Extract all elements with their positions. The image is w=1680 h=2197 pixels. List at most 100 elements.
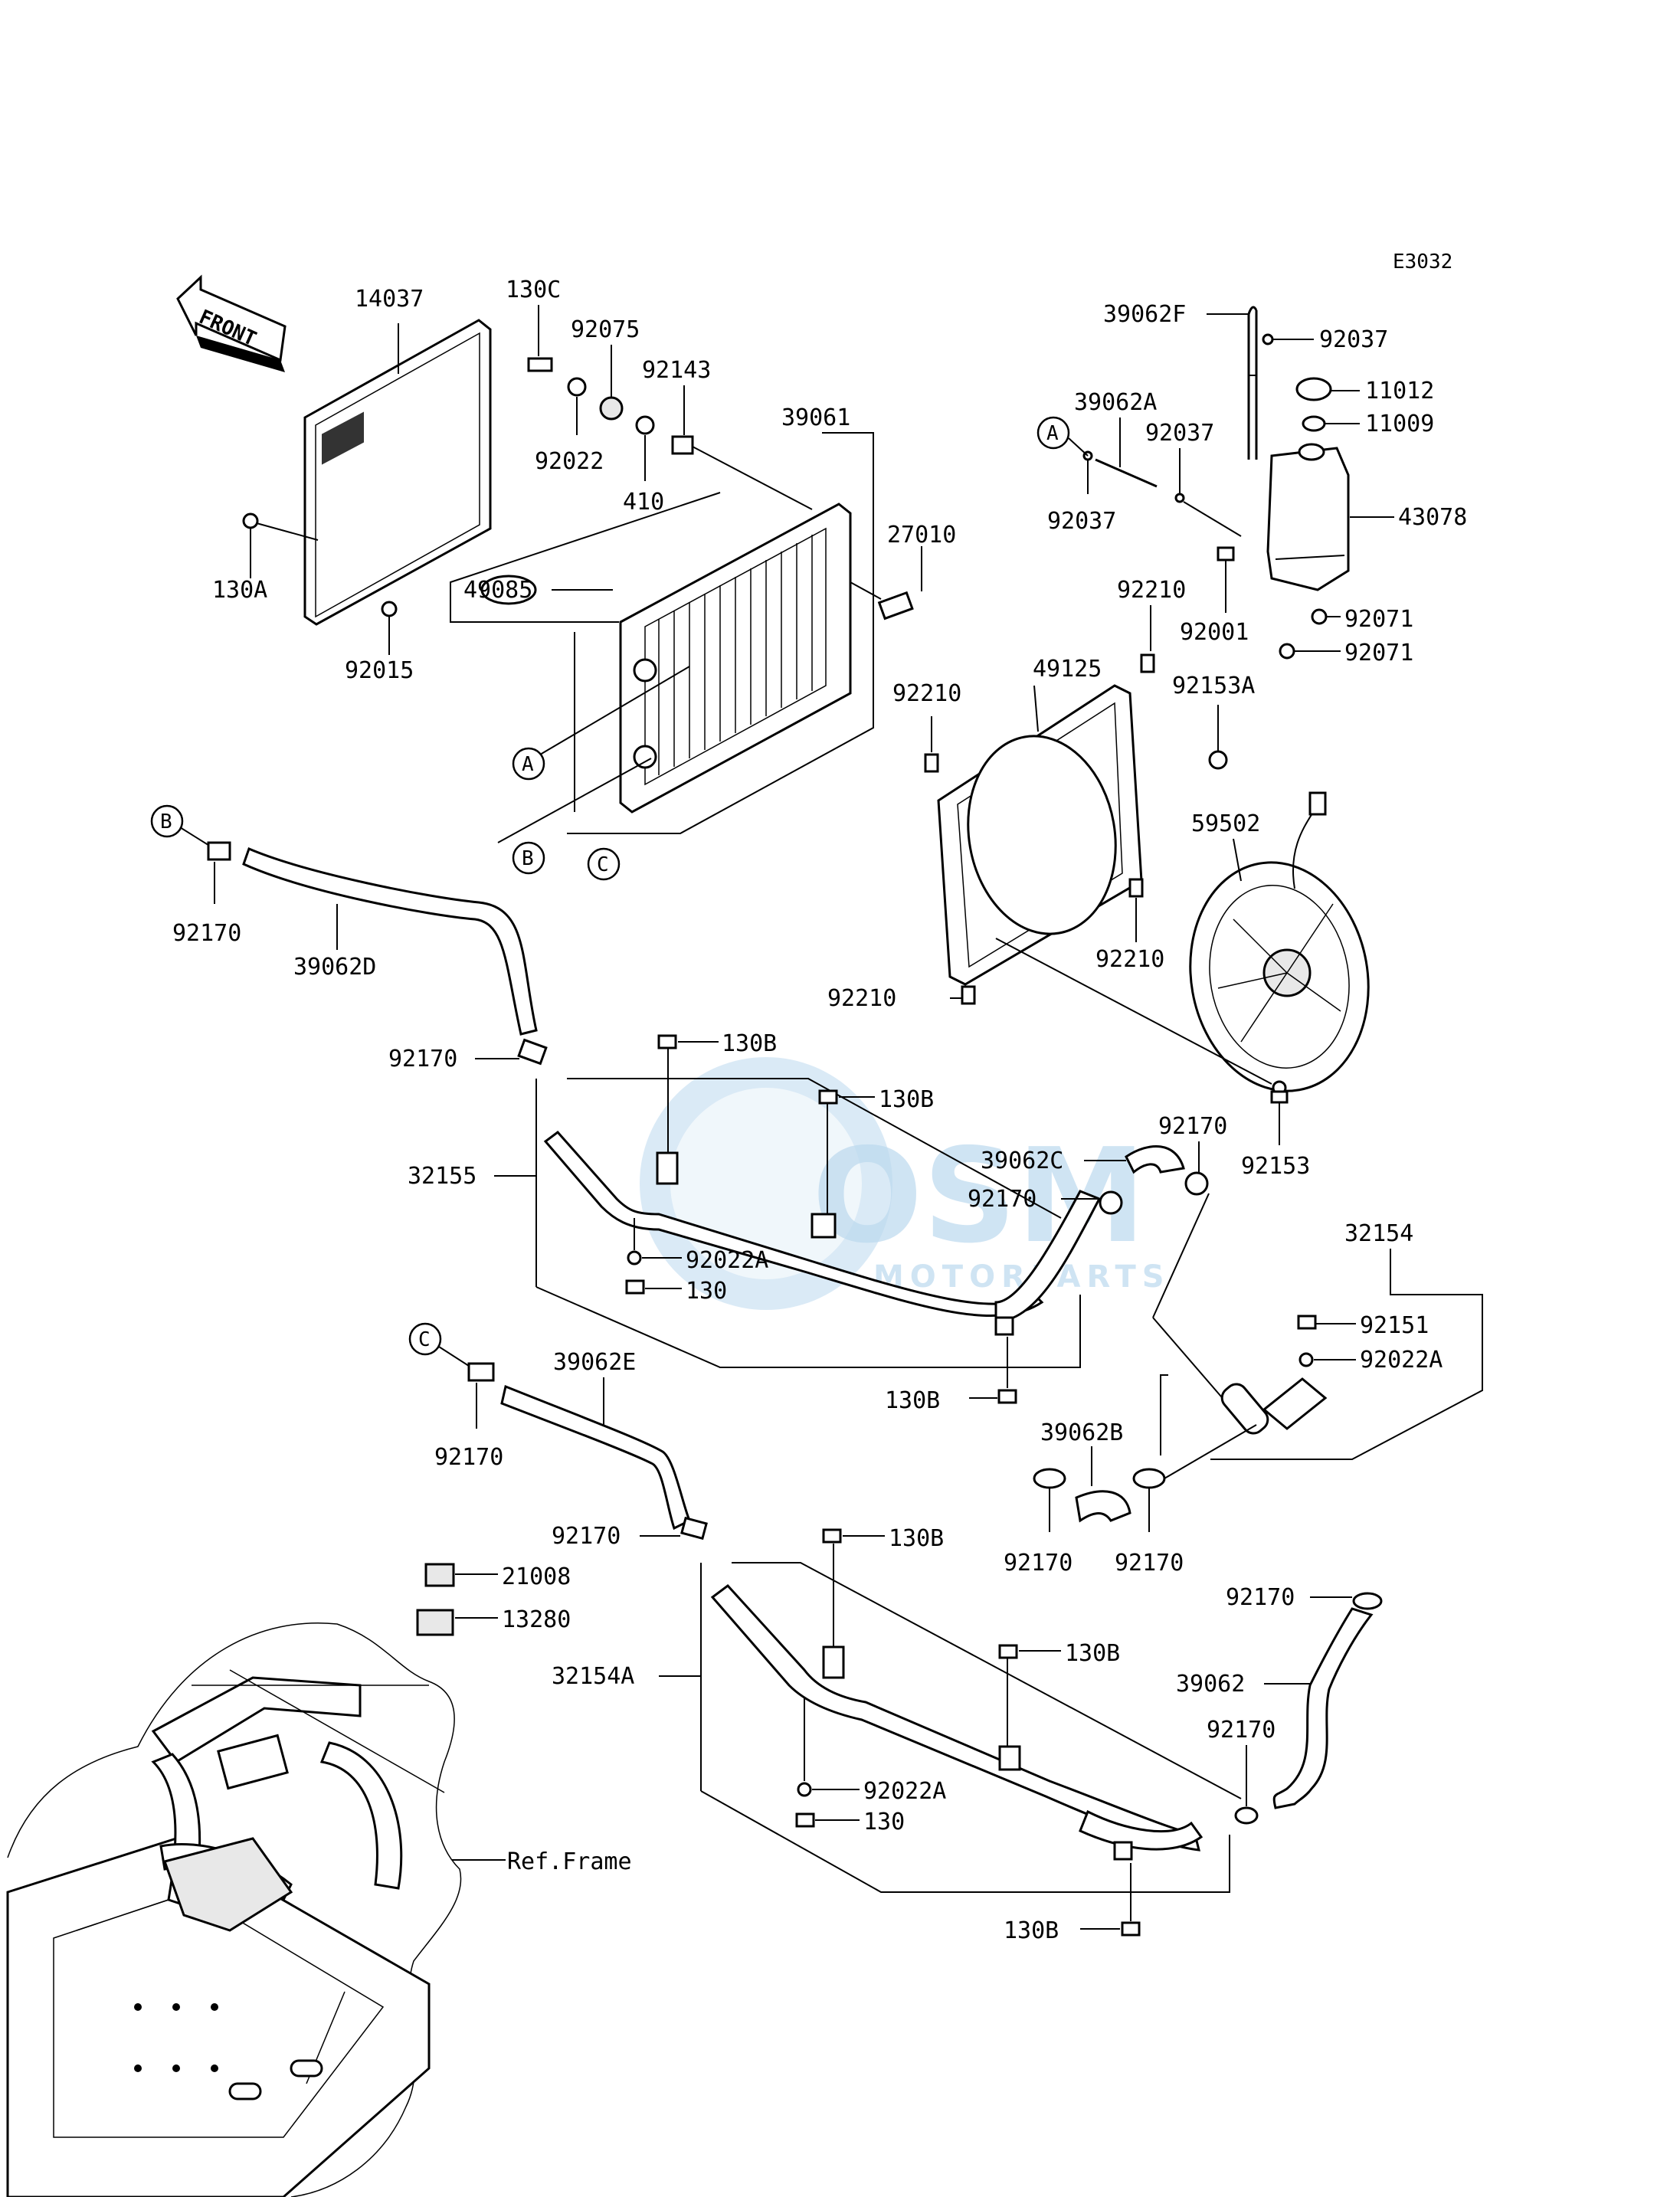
label-92170-mid: 92170 xyxy=(388,1046,457,1072)
label-11009: 11009 xyxy=(1365,411,1434,437)
label-39062C: 39062C xyxy=(981,1148,1063,1174)
clip-92210-c xyxy=(1128,878,1144,898)
label-130-1: 130 xyxy=(686,1278,727,1305)
callout-a-2-letter: A xyxy=(1046,422,1059,445)
label-92170-b1: 92170 xyxy=(1004,1550,1073,1577)
label-92170-39062: 92170 xyxy=(1226,1584,1295,1611)
washer-92022A-2 xyxy=(1298,1352,1314,1367)
callout-a-1 xyxy=(512,747,545,781)
label-39062A: 39062A xyxy=(1074,389,1157,416)
label-92170-b: 92170 xyxy=(172,920,241,947)
hose-39062B xyxy=(1075,1490,1131,1523)
label-13280: 13280 xyxy=(502,1606,571,1633)
label-92170-r: 92170 xyxy=(1158,1113,1227,1140)
label-92143: 92143 xyxy=(642,357,711,384)
clip-92210-b xyxy=(924,753,939,773)
washer-92022A-1 xyxy=(627,1250,642,1265)
label-92170-b2: 92170 xyxy=(1115,1550,1184,1577)
callout-a-2 xyxy=(1036,416,1070,450)
callout-b-1-letter: B xyxy=(522,847,534,870)
bolt-92151 xyxy=(1297,1315,1317,1330)
hose-39062D xyxy=(242,846,538,1036)
callout-b-2 xyxy=(150,804,184,838)
radiator xyxy=(619,503,852,814)
washer-410 xyxy=(635,415,655,435)
label-130A: 130A xyxy=(212,577,267,604)
fan-59502 xyxy=(1189,791,1370,1092)
label-92153A: 92153A xyxy=(1172,673,1255,699)
washer-92022 xyxy=(567,377,587,397)
collar-92143 xyxy=(671,435,694,455)
callout-a-1-letter: A xyxy=(522,753,534,776)
label-92022: 92022 xyxy=(535,448,604,475)
label-92170-e: 92170 xyxy=(552,1523,621,1550)
label-21008: 21008 xyxy=(502,1563,571,1590)
label-32155: 32155 xyxy=(408,1163,476,1190)
bolt-130A xyxy=(242,512,259,529)
label-92210-d: 92210 xyxy=(827,985,896,1012)
label-130B-3: 130B xyxy=(885,1387,940,1414)
label-92210-c: 92210 xyxy=(1095,946,1164,973)
pipe-32154 xyxy=(1220,1377,1328,1435)
bolt-130B-6 xyxy=(1121,1921,1141,1937)
label-130B-5: 130B xyxy=(1065,1640,1120,1667)
label-92170-low: 92170 xyxy=(1207,1717,1276,1744)
vehicle-frame xyxy=(6,1622,462,2197)
front-arrow-icon: FRONT xyxy=(176,274,287,372)
gasket-11009 xyxy=(1302,415,1326,432)
label-32154: 32154 xyxy=(1344,1220,1413,1247)
label-92210-a: 92210 xyxy=(1117,577,1186,604)
label-92022A-1: 92022A xyxy=(686,1247,768,1274)
label-130B-2: 130B xyxy=(879,1086,934,1113)
label-39062D: 39062D xyxy=(293,954,376,981)
clip-92210-a xyxy=(1140,653,1155,673)
clamp-92170-b1 xyxy=(1033,1468,1066,1489)
clamp-92170-39062 xyxy=(1352,1592,1383,1610)
cap-11012 xyxy=(1295,377,1332,401)
bolt-130B-2 xyxy=(818,1089,838,1105)
radiator-screen xyxy=(303,319,492,626)
label-92015: 92015 xyxy=(345,657,414,684)
bolt-130B-4 xyxy=(822,1528,842,1544)
label-27010: 27010 xyxy=(887,522,956,548)
label-92037-b: 92037 xyxy=(1145,420,1214,447)
hose-39062C xyxy=(1125,1145,1185,1174)
reservoir-43078 xyxy=(1266,443,1350,591)
clamp-92170-b2 xyxy=(1132,1468,1166,1489)
label-410: 410 xyxy=(623,489,664,516)
damper-13280 xyxy=(416,1609,454,1636)
bracket-21008 xyxy=(424,1563,455,1587)
clamp-92170-rc xyxy=(1099,1190,1123,1215)
hose-39062 xyxy=(1272,1607,1374,1809)
clamp-92170-low xyxy=(1234,1806,1259,1825)
label-49085: 49085 xyxy=(463,577,532,604)
bolt-92153A xyxy=(1208,750,1228,770)
label-92037-c: 92037 xyxy=(1047,508,1116,535)
callout-c-2 xyxy=(408,1322,442,1356)
label-130C: 130C xyxy=(506,277,561,303)
label-14037: 14037 xyxy=(355,286,424,313)
clamp-92170-c xyxy=(467,1362,495,1382)
label-92170-rc: 92170 xyxy=(968,1186,1036,1213)
hose-39062E xyxy=(500,1384,691,1531)
fan-shroud-49125 xyxy=(937,684,1143,986)
clip-92210-d xyxy=(961,985,976,1005)
washer-92022A-3 xyxy=(797,1782,812,1797)
bolt-130B-5 xyxy=(998,1644,1018,1659)
label-92022A-2: 92022A xyxy=(1360,1347,1443,1374)
label-130B-4: 130B xyxy=(889,1525,944,1552)
diagram-code: E3032 xyxy=(1393,250,1452,273)
bolt-130-1 xyxy=(625,1279,645,1295)
callout-b-2-letter: B xyxy=(160,810,172,833)
clamp-92170-r xyxy=(1184,1171,1209,1196)
label-92151: 92151 xyxy=(1360,1312,1429,1339)
bolt-130B-3 xyxy=(997,1389,1017,1404)
label-92153: 92153 xyxy=(1241,1153,1310,1180)
label-39061: 39061 xyxy=(781,404,850,431)
label-32154A: 32154A xyxy=(552,1663,634,1690)
fan-switch-27010 xyxy=(850,581,914,620)
label-39062: 39062 xyxy=(1176,1671,1245,1698)
label-92037-a: 92037 xyxy=(1319,326,1388,353)
bolt-130C xyxy=(527,357,553,372)
bolt-130B-1 xyxy=(657,1034,677,1049)
